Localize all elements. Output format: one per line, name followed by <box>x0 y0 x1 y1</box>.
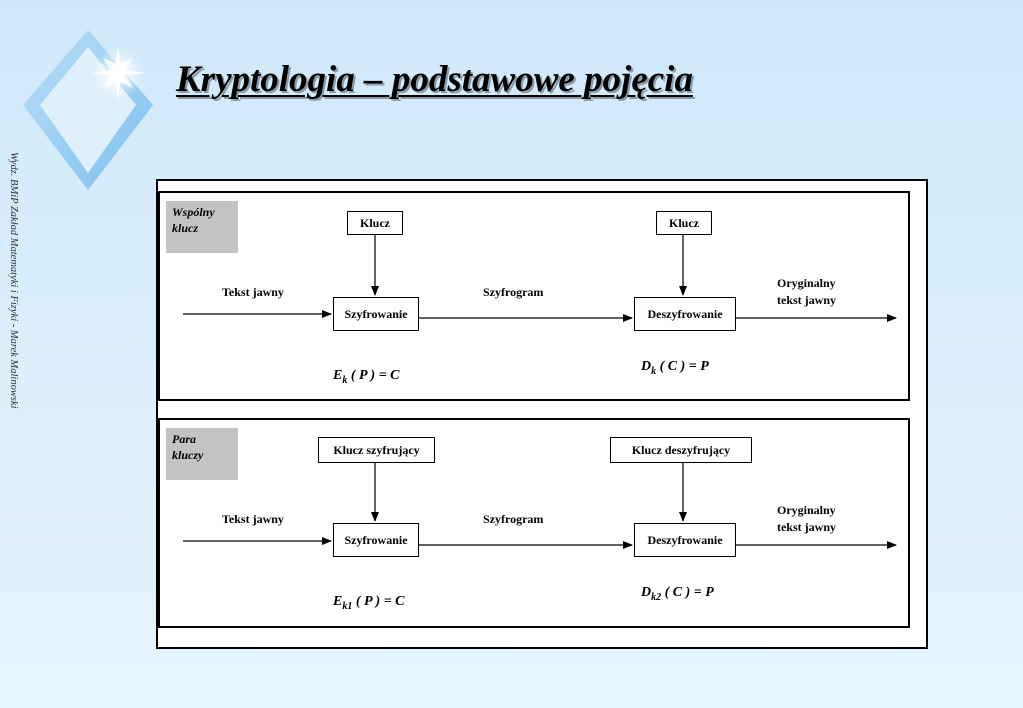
key-box: Klucz <box>347 211 403 235</box>
author-footer-vertical: Wydz. BMiP Zakład Matematyki i Fizyki - … <box>8 152 19 409</box>
key-box: Klucz <box>656 211 712 235</box>
ciphertext-label: Szyfrogram <box>483 512 544 526</box>
encrypt-box: Szyfrowanie <box>333 297 419 331</box>
decrypt-box: Deszyfrowanie <box>634 523 736 557</box>
panel-shared-key <box>158 191 910 401</box>
diamond-star-logo <box>23 30 153 190</box>
key-box: Klucz deszyfrujący <box>610 437 752 463</box>
decrypt-formula: Dk ( C ) = P <box>641 359 709 377</box>
page-title: Kryptologia – podstawowe pojęcia <box>176 59 693 100</box>
encrypt-formula: Ek1 ( P ) = C <box>333 594 405 612</box>
panel-key-pair <box>158 418 910 628</box>
ciphertext-label: Szyfrogram <box>483 285 544 299</box>
key-box: Klucz szyfrujący <box>318 437 435 463</box>
input-label: Tekst jawny <box>222 285 284 299</box>
input-label: Tekst jawny <box>222 512 284 526</box>
encrypt-box: Szyfrowanie <box>333 523 419 557</box>
encrypt-formula: Ek ( P ) = C <box>333 368 400 386</box>
decrypt-box: Deszyfrowanie <box>634 297 736 331</box>
decrypt-formula: Dk2 ( C ) = P <box>641 585 714 603</box>
